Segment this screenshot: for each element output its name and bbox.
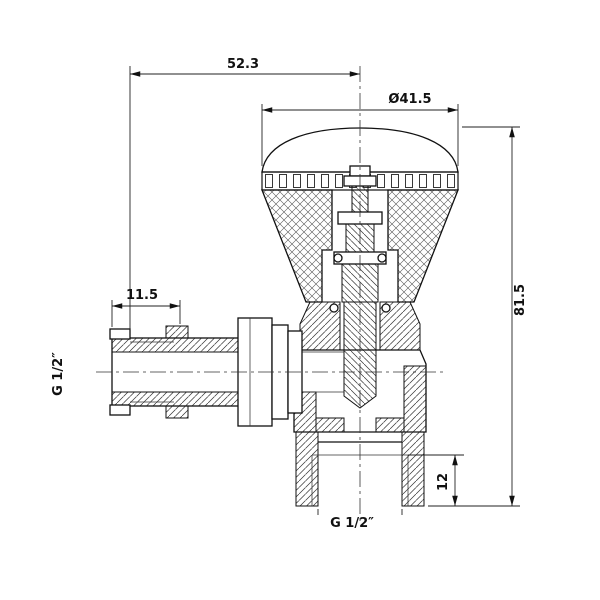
o-ring-lower-right (381, 303, 391, 313)
thread-left-label: G 1/2″ (51, 352, 66, 396)
tail-collar-top (109, 328, 131, 340)
tailpiece-top-wall-hatch (111, 337, 241, 353)
thread-bottom-label: G 1/2″ (330, 516, 374, 531)
tail-lug-bottom (165, 405, 189, 419)
bottom-outlet (295, 431, 425, 507)
grip-cone-left-hatch (261, 189, 333, 303)
dim-cap-diameter-label: Ø41.5 (388, 92, 431, 107)
dim-width-label: 52.3 (227, 57, 259, 72)
body-right-wall-hatch (403, 365, 427, 433)
dim-outlet-depth-label: 12 (436, 473, 451, 491)
body-lower-right-hatch (375, 417, 405, 433)
tail-lug-top (165, 325, 189, 339)
left-pipe-connection (109, 317, 303, 427)
tail-collar-bottom (109, 404, 131, 416)
o-ring-upper-right (377, 253, 387, 263)
dim-total-height-label: 81.5 (513, 284, 528, 316)
grip-cone-right-hatch (387, 189, 459, 303)
valve-head (261, 127, 459, 303)
outlet-left-wall-hatch (295, 431, 319, 507)
body-lower-left-hatch (315, 417, 345, 433)
dim-tail-length-label: 11.5 (126, 288, 158, 303)
tailpiece-bottom-wall-hatch (111, 391, 241, 407)
o-ring-upper-left (333, 253, 343, 263)
outlet-right-wall-hatch (401, 431, 425, 507)
centerlines (96, 66, 446, 524)
o-ring-lower-left (329, 303, 339, 313)
dimensions: 52.3 Ø41.5 81.5 11.5 12 G 1/2″ G 1/2″ (51, 57, 528, 531)
